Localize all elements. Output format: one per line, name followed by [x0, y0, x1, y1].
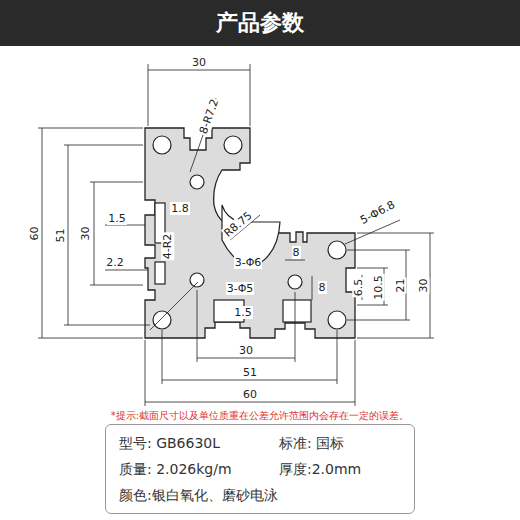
- dimension-label: 60: [242, 388, 258, 401]
- spec-text: 颜色:银白氧化、磨砂电泳: [119, 487, 278, 505]
- hole: [153, 311, 171, 329]
- dimension-label: 21: [394, 277, 407, 293]
- hole: [153, 136, 171, 154]
- dimension-label: 1.5: [233, 306, 253, 319]
- dimension-label: 30: [79, 225, 92, 241]
- dimension-label: 8: [318, 281, 327, 294]
- dimension-label: 1.8: [170, 202, 190, 215]
- hole: [328, 311, 346, 329]
- dimension-label: 30: [417, 277, 430, 293]
- dimension-label: 4-R2: [161, 232, 174, 260]
- dimension-label: 60: [28, 225, 41, 241]
- spec-box: 型号: GB6630L 标准: 国标质量: 2.026kg/m 厚度:2.0mm颜色…: [105, 424, 415, 514]
- page-title: 产品参数: [0, 0, 520, 46]
- dimension-label: 51: [54, 227, 67, 243]
- dimension-lines: [38, 64, 434, 406]
- center-hole: [190, 175, 204, 189]
- hole: [224, 136, 242, 154]
- dimension-label: 8: [292, 246, 301, 259]
- tolerance-note: *提示:截面尺寸以及单位质重在公差允许范围内会存在一定的误差。: [110, 409, 410, 422]
- slot: [283, 300, 311, 322]
- slot: [155, 262, 165, 284]
- spec-text: 型号: GB6630L: [119, 435, 220, 453]
- dimension-label: 51: [242, 366, 258, 379]
- spec-text: 标准: 国标: [279, 435, 344, 453]
- dimension-label: 30: [238, 344, 254, 357]
- spec-text: 厚度:2.0mm: [279, 461, 361, 479]
- dimension-label: 30: [191, 56, 207, 69]
- hole: [328, 241, 346, 259]
- dimension-label: 3-Φ5: [226, 282, 255, 295]
- dimension-label: 5-Φ6.8: [358, 197, 399, 227]
- spec-text: 质量: 2.026kg/m: [119, 461, 232, 479]
- dimension-label: 3-Φ6: [234, 256, 263, 269]
- dimension-label: 10.5: [372, 274, 385, 301]
- center-hole: [190, 273, 204, 287]
- dimension-label: 1.5: [107, 212, 127, 225]
- dimension-label: 2.2: [105, 256, 125, 269]
- profile-outline: [145, 128, 355, 338]
- dimension-label: 6.5: [353, 277, 366, 297]
- center-hole: [288, 275, 302, 289]
